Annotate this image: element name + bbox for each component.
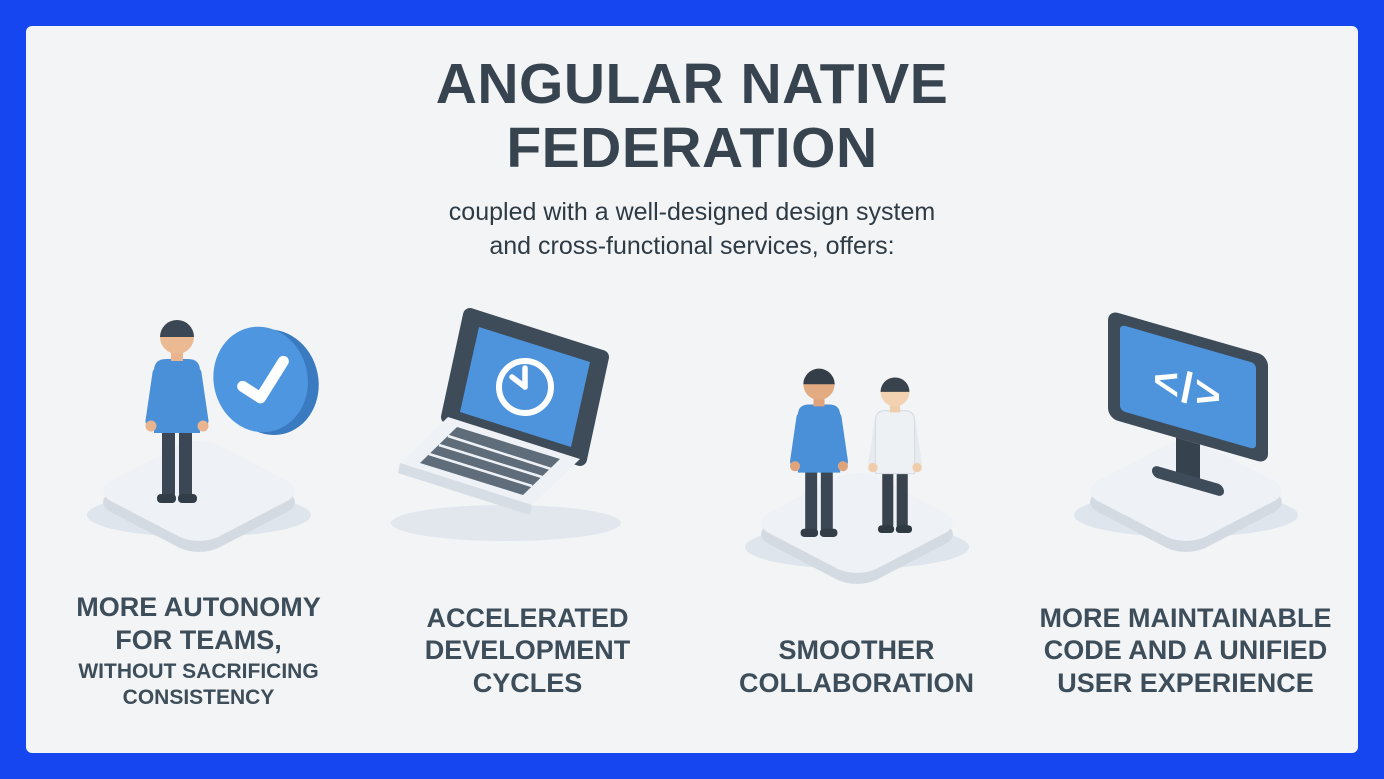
- item-maintainable-label: MORE MAINTAINABLE CODE AND A UNIFIED USE…: [1039, 602, 1332, 699]
- item-maintainable: </> MORE MAINTAINABLE CODE AND A UNIFIED…: [1021, 271, 1350, 753]
- monitor-code-illustration: </>: [1073, 312, 1298, 552]
- people-collaboration-illustration: [744, 368, 969, 584]
- person-blue-icon: [789, 368, 848, 537]
- monitor-icon: </>: [1107, 312, 1268, 496]
- platform: [744, 472, 969, 584]
- item-cycles: ACCELERATED DEVELOPMENT CYCLES: [363, 271, 692, 753]
- item-autonomy: MORE AUTONOMY FOR TEAMS, WITHOUT SACRIFI…: [34, 271, 363, 753]
- item-cycles-label: ACCELERATED DEVELOPMENT CYCLES: [424, 602, 631, 699]
- platform: [86, 440, 311, 552]
- keyboard: [419, 426, 560, 495]
- item-autonomy-sublabel: WITHOUT SACRIFICING CONSISTENCY: [78, 659, 319, 709]
- item-autonomy-labels: MORE AUTONOMY FOR TEAMS, WITHOUT SACRIFI…: [59, 557, 339, 753]
- item-collaboration: SMOOTHER COLLABORATION: [692, 271, 1021, 753]
- title-line-1: ANGULAR NATIVE: [435, 52, 949, 116]
- clock-icon: [495, 357, 554, 416]
- laptop-shadow: [390, 504, 621, 541]
- person-white-icon: [867, 377, 922, 533]
- infographic-card: ANGULAR NATIVE FEDERATION coupled with a…: [26, 26, 1358, 753]
- page-title: ANGULAR NATIVE FEDERATION: [436, 52, 949, 181]
- check-badge-icon: [212, 326, 319, 435]
- person-check-illustration: [86, 319, 319, 552]
- subtitle-line-2: and cross-functional services, offers:: [489, 231, 895, 260]
- benefits-row: MORE AUTONOMY FOR TEAMS, WITHOUT SACRIFI…: [26, 271, 1358, 753]
- subtitle: coupled with a well-designed design syst…: [449, 195, 935, 263]
- item-autonomy-label: MORE AUTONOMY FOR TEAMS,: [76, 591, 321, 655]
- item-maintainable-labels: MORE MAINTAINABLE CODE AND A UNIFIED USE…: [1021, 557, 1350, 753]
- laptop-icon: [397, 307, 609, 515]
- platform: [1073, 440, 1298, 552]
- item-collaboration-label: SMOOTHER COLLABORATION: [739, 634, 974, 698]
- item-cycles-labels: ACCELERATED DEVELOPMENT CYCLES: [413, 557, 643, 753]
- subtitle-line-1: coupled with a well-designed design syst…: [448, 197, 936, 226]
- title-line-2: FEDERATION: [506, 116, 878, 181]
- laptop-clock-illustration: [390, 307, 621, 541]
- item-collaboration-labels: SMOOTHER COLLABORATION: [722, 589, 992, 753]
- person-icon: [145, 319, 208, 503]
